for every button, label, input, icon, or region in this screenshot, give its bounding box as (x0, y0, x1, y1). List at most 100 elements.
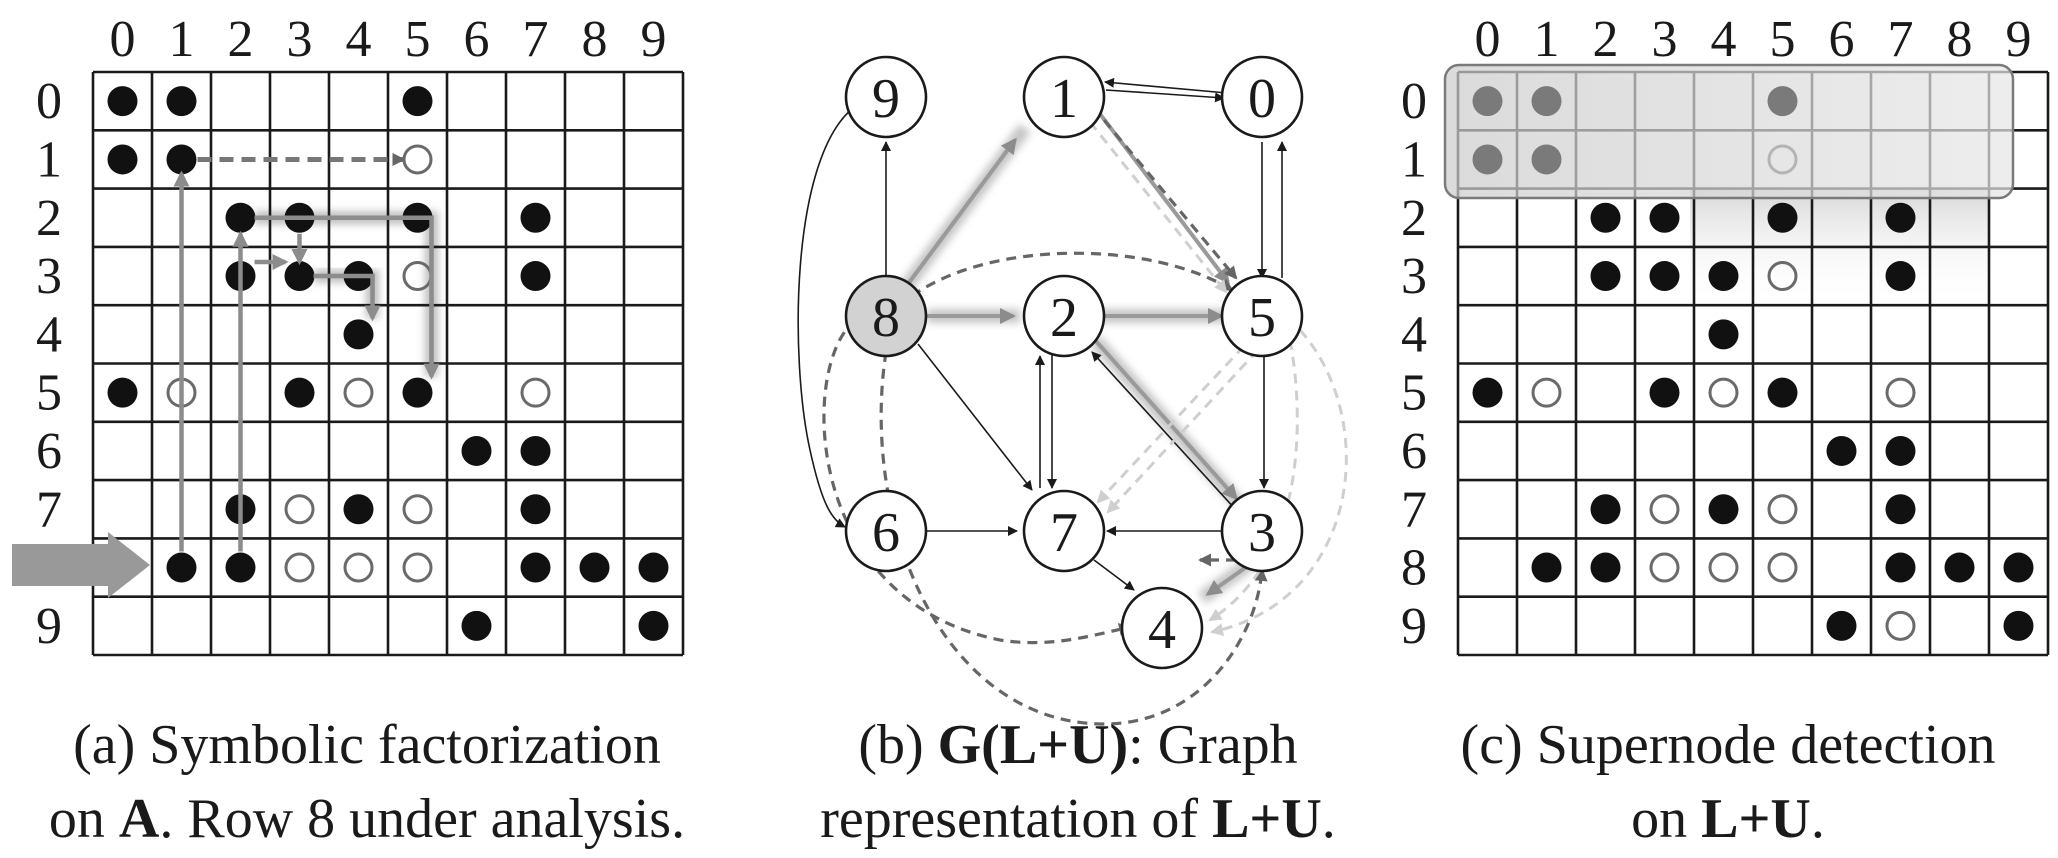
fill-in-entry (1767, 261, 1798, 292)
row-label-1: 1 (36, 131, 62, 188)
nonzero-entry (1826, 610, 1857, 641)
directed-edges (797, 77, 1287, 591)
nonzero-entry (1885, 435, 1916, 466)
graph-node-9: 9 (844, 55, 928, 139)
col-label-9: 9 (2006, 11, 2032, 68)
col-label-0: 0 (1475, 11, 1501, 68)
caption-c-line1: (c) Supernode detection (1460, 714, 1996, 776)
matrix-entries (1472, 86, 2034, 641)
fill-in-entry (402, 494, 433, 525)
nonzero-entry (166, 552, 197, 583)
graph-node-4: 4 (1120, 586, 1204, 670)
nonzero-entry (1590, 261, 1621, 292)
nonzero-entry (1708, 261, 1739, 292)
nonzero-entry (343, 319, 374, 350)
nonzero-entry (1531, 144, 1562, 175)
row-label-7: 7 (1401, 481, 1427, 538)
col-label-5: 5 (405, 11, 431, 68)
row-label-0: 0 (1401, 73, 1427, 130)
graph-node-label: 5 (1248, 287, 1276, 349)
graph-node-5: 5 (1220, 274, 1304, 358)
nonzero-entry (1590, 202, 1621, 233)
nonzero-entry (402, 86, 433, 117)
nonzero-entry (1708, 494, 1739, 525)
caption-b-line2: representation of L+U. (820, 788, 1336, 850)
nonzero-entry (1649, 202, 1680, 233)
row-label-2: 2 (36, 190, 62, 247)
row-label-7: 7 (36, 481, 62, 538)
nonzero-entry (1472, 144, 1503, 175)
fill-in-entry (402, 552, 433, 583)
graph-node-label: 7 (1050, 502, 1078, 564)
nonzero-entry (2003, 610, 2034, 641)
nonzero-entry (343, 494, 374, 525)
graph-node-0: 0 (1220, 55, 1304, 139)
nonzero-entry (579, 552, 610, 583)
graph-edges (797, 77, 1348, 726)
caption-b-line1: (b) G(L+U): Graph (858, 714, 1298, 776)
col-label-2: 2 (1593, 11, 1619, 68)
nonzero-entry (1649, 377, 1680, 408)
col-label-1: 1 (169, 11, 195, 68)
nonzero-entry (1767, 202, 1798, 233)
nonzero-entry (1590, 494, 1621, 525)
graph-node-label: 0 (1248, 68, 1276, 130)
matrix-grid (91, 70, 685, 657)
nonzero-entry (461, 435, 492, 466)
graph-node-3: 3 (1220, 489, 1304, 573)
fill-in-entry (1885, 377, 1916, 408)
nonzero-entry (1944, 552, 1975, 583)
row-label-6: 6 (1401, 423, 1427, 480)
fill-in-entry (284, 494, 315, 525)
nonzero-entry (520, 202, 551, 233)
nonzero-entry (520, 435, 551, 466)
elimination-arrow (254, 215, 440, 380)
fill-in-entry (402, 144, 433, 175)
col-label-4: 4 (346, 11, 372, 68)
graph-node-label: 6 (872, 502, 900, 564)
nonzero-entry (1885, 202, 1916, 233)
nonzero-entry (166, 144, 197, 175)
row-label-3: 3 (36, 248, 62, 305)
fill-in-entry (1767, 144, 1798, 175)
nonzero-entry (1472, 377, 1503, 408)
row-label-1: 1 (1401, 131, 1427, 188)
col-label-1: 1 (1534, 11, 1560, 68)
graph-node-7: 7 (1022, 489, 1106, 573)
nonzero-entry (1531, 86, 1562, 117)
elimination-arrow (313, 273, 381, 322)
row-label-4: 4 (36, 306, 62, 363)
fill-in-entry (343, 377, 374, 408)
caption-c-line2: on L+U. (1631, 788, 1825, 850)
graph-node-label: 3 (1248, 502, 1276, 564)
supernode-highlight (1443, 63, 2015, 200)
fill-in-entry (1885, 610, 1916, 641)
nonzero-entry (1531, 552, 1562, 583)
nonzero-entry (1826, 435, 1857, 466)
nonzero-entry (1767, 86, 1798, 117)
fill-in-entry (343, 552, 374, 583)
col-label-7: 7 (1888, 11, 1914, 68)
row-label-8: 8 (1401, 540, 1427, 597)
graph-node-label: 9 (872, 68, 900, 130)
nonzero-entry (1708, 319, 1739, 350)
caption-c: (c) Supernode detection on L+U. (1398, 708, 2058, 856)
fill-in-entry (1649, 552, 1680, 583)
graph-node-2: 2 (1022, 274, 1106, 358)
caption-a-line2: on A. Row 8 under analysis. (48, 788, 686, 850)
graph-node-8: 8 (844, 274, 928, 358)
nonzero-entry (107, 144, 138, 175)
col-label-3: 3 (1652, 11, 1678, 68)
graph-node-label: 8 (872, 287, 900, 349)
row-indicator-arrow (12, 532, 150, 598)
fill-in-entry (1767, 552, 1798, 583)
row-label-5: 5 (1401, 365, 1427, 422)
graph-node-label: 1 (1050, 68, 1078, 130)
nonzero-entry (520, 261, 551, 292)
row-label-9: 9 (1401, 598, 1427, 655)
nonzero-entry (107, 86, 138, 117)
nonzero-entry (1649, 261, 1680, 292)
